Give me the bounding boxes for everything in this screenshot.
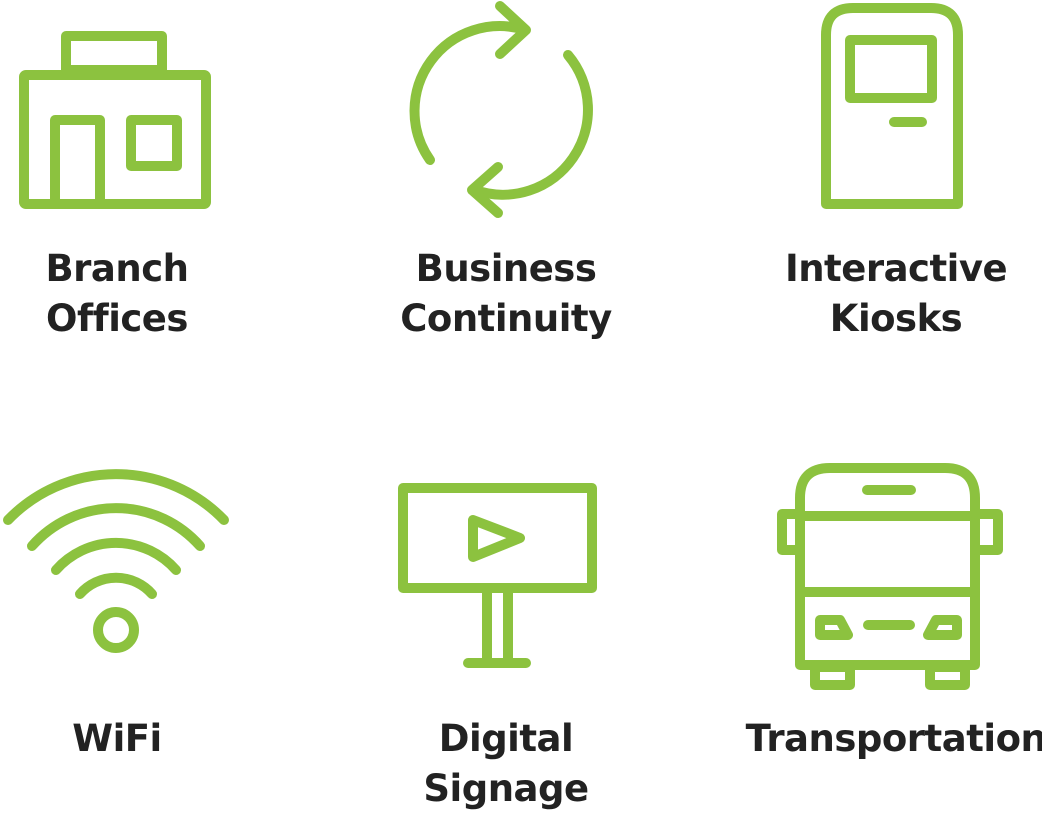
label-line: Digital — [438, 717, 574, 760]
label-line: Signage — [423, 767, 589, 810]
label-transportation: Transportation — [736, 714, 1042, 764]
label-branch-offices: Branch Offices — [0, 244, 277, 344]
label-digital-signage: Digital Signage — [346, 714, 666, 814]
label-line: Transportation — [745, 717, 1042, 760]
label-line: Business — [415, 247, 597, 290]
label-line: Branch — [45, 247, 189, 290]
label-line: Kiosks — [829, 297, 963, 340]
label-line: Offices — [46, 297, 188, 340]
label-interactive-kiosks: Interactive Kiosks — [736, 244, 1042, 344]
label-line: Continuity — [400, 297, 612, 340]
label-line: Interactive — [784, 247, 1008, 290]
label-wifi: WiFi — [0, 714, 277, 764]
label-line: WiFi — [72, 717, 162, 760]
label-business-continuity: Business Continuity — [346, 244, 666, 344]
